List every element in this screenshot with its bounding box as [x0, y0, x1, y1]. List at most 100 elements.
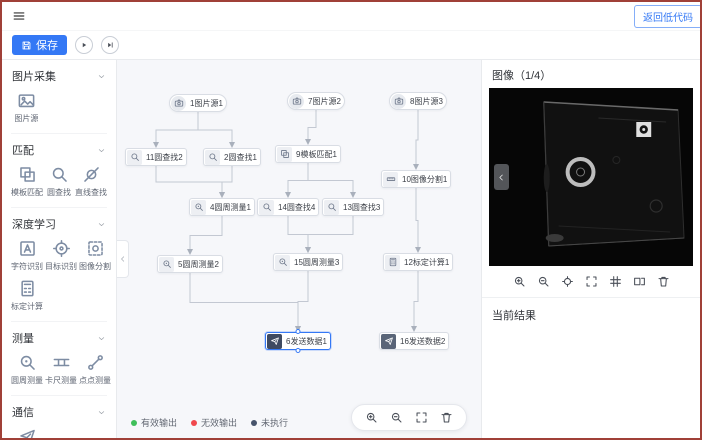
- flow-node[interactable]: 14圆查找4: [257, 198, 319, 216]
- back-to-lowcode-button[interactable]: 返回低代码: [634, 4, 700, 28]
- zoom-out-button[interactable]: [390, 411, 403, 424]
- sidebar-tool[interactable]: 直线查找: [75, 165, 107, 198]
- sidebar-tool[interactable]: 标定计算: [11, 279, 43, 312]
- flow-node[interactable]: 6发送数据1: [265, 329, 331, 353]
- node-icon-box: [127, 149, 142, 165]
- template-match-icon: [19, 167, 35, 182]
- section-label: 通信: [12, 407, 34, 419]
- target-detect-icon: [52, 240, 70, 257]
- status-legend: 有效输出无效输出未执行: [131, 416, 288, 429]
- camera-icon: [394, 97, 403, 105]
- section-header[interactable]: 通信: [11, 396, 107, 424]
- section-header[interactable]: 匹配: [11, 134, 107, 162]
- step-icon: [108, 42, 113, 48]
- section-label: 匹配: [12, 145, 34, 157]
- compare-button[interactable]: [633, 275, 646, 288]
- flow-node[interactable]: 1图片源1: [169, 94, 227, 112]
- sidebar-tool[interactable]: 图像分割: [79, 239, 111, 272]
- sidebar-tool[interactable]: 点点测量: [79, 353, 111, 386]
- sidebar-tool[interactable]: 字符识别: [11, 239, 43, 272]
- flow-node[interactable]: 9模板匹配1: [275, 145, 341, 163]
- section-header[interactable]: 测量: [11, 322, 107, 350]
- camera-image: [489, 88, 693, 266]
- sidebar-tool[interactable]: 模板匹配: [11, 165, 43, 198]
- section-header[interactable]: 深度学习: [11, 208, 107, 236]
- chevron-down-icon: [98, 222, 105, 226]
- flow-node[interactable]: 2圆查找1: [203, 148, 261, 166]
- flow-canvas[interactable]: 有效输出无效输出未执行 1图片源1 7图片源2 8图片源3 11圆查找2 2圆查…: [117, 60, 481, 438]
- run-button-group: [75, 36, 119, 54]
- flow-node[interactable]: 13圆查找3: [322, 198, 384, 216]
- zoom-out-icon: [391, 412, 402, 423]
- zoom-out-button[interactable]: [537, 275, 550, 288]
- trash-button[interactable]: [440, 411, 453, 424]
- node-label: 10图像分割1: [402, 174, 448, 184]
- sidebar-tool[interactable]: 圆查找: [45, 165, 73, 198]
- node-label: 7图片源2: [308, 96, 341, 106]
- chevron-down-icon: [98, 410, 105, 414]
- legend-label: 有效输出: [141, 418, 178, 428]
- save-button[interactable]: 保存: [12, 35, 67, 55]
- crosshair-icon: [561, 276, 573, 287]
- prev-image-button[interactable]: [494, 164, 509, 190]
- flow-node[interactable]: 15圆周测量3: [273, 253, 343, 271]
- segment-icon: [87, 241, 103, 256]
- node-icon-box: [324, 199, 339, 215]
- play-icon: [82, 42, 87, 48]
- sidebar-collapse-handle[interactable]: [117, 240, 129, 278]
- circle-find-icon: [52, 167, 67, 182]
- sidebar-tool[interactable]: 卡尺测量: [45, 353, 77, 386]
- legend-item: 无效输出: [191, 416, 237, 429]
- node-label: 9模板匹配1: [296, 149, 337, 159]
- zoom-in-button[interactable]: [513, 275, 526, 288]
- section-header[interactable]: 图片采集: [11, 60, 107, 88]
- measure-icon: [162, 260, 171, 268]
- measure-icon: [194, 203, 203, 211]
- fit-view-icon: [416, 412, 427, 423]
- flow-node[interactable]: 4圆周测量1: [189, 198, 255, 216]
- compare-icon: [633, 277, 645, 286]
- sidebar-tool[interactable]: 目标识别: [45, 239, 77, 272]
- node-icon-box: [289, 93, 304, 109]
- step-run-button[interactable]: [101, 36, 119, 54]
- flow-node[interactable]: 5圆周测量2: [157, 255, 223, 273]
- output-port[interactable]: [295, 348, 301, 353]
- send-icon: [384, 337, 393, 345]
- flow-node[interactable]: 10图像分割1: [381, 170, 451, 188]
- sidebar-tool[interactable]: 发送数据: [11, 427, 43, 438]
- grid-button[interactable]: [609, 275, 622, 288]
- section-label: 深度学习: [12, 219, 56, 231]
- result-body: [482, 332, 700, 438]
- menu-button[interactable]: [10, 7, 28, 25]
- input-port[interactable]: [295, 329, 301, 334]
- preview-toolbar: [482, 266, 700, 298]
- sidebar-section: 测量 圆周测量卡尺测量点点测量: [11, 322, 111, 396]
- flow-node[interactable]: 16发送数据2: [379, 332, 449, 350]
- flow-node[interactable]: 12标定计算1: [383, 253, 453, 271]
- preview-title: 图像（1/4）: [492, 70, 552, 82]
- status-dot: [131, 419, 137, 426]
- circle-find-icon: [130, 153, 139, 161]
- flow-node[interactable]: 8图片源3: [389, 92, 447, 110]
- flow-node[interactable]: 11圆查找2: [125, 148, 187, 166]
- preview-image: [489, 88, 693, 266]
- arrow-left-icon: [120, 256, 124, 262]
- calculator-icon: [20, 280, 34, 297]
- section-items: 圆周测量卡尺测量点点测量: [11, 350, 111, 395]
- flow-node[interactable]: 7图片源2: [287, 92, 345, 110]
- chevron-down-icon: [98, 74, 105, 78]
- sidebar-tool[interactable]: 圆周测量: [11, 353, 43, 386]
- fit-view-button[interactable]: [415, 411, 428, 424]
- node-label: 13圆查找3: [343, 202, 381, 212]
- node-icon-box: [267, 333, 282, 349]
- fullscreen-button[interactable]: [585, 275, 598, 288]
- chevron-down-icon: [98, 336, 105, 340]
- trash-button[interactable]: [657, 275, 670, 288]
- node-label: 12标定计算1: [404, 257, 450, 267]
- run-button[interactable]: [75, 36, 93, 54]
- node-icon-box: [159, 256, 174, 272]
- sidebar-tool[interactable]: 图片源: [11, 91, 42, 124]
- crosshair-button[interactable]: [561, 275, 574, 288]
- zoom-in-button[interactable]: [365, 411, 378, 424]
